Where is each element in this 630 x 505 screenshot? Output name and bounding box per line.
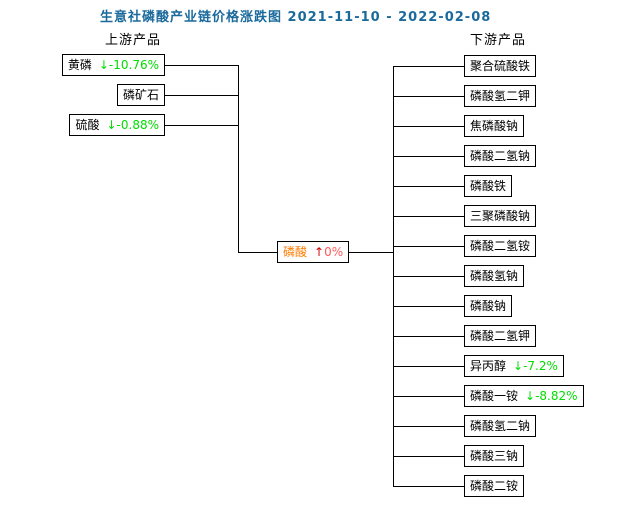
node-sulfuric-acid[interactable]: 硫酸 ↓-0.88% bbox=[69, 114, 165, 136]
connector-line bbox=[393, 216, 470, 217]
node-label: 磷酸 bbox=[283, 245, 308, 259]
down-arrow-icon: ↓ bbox=[106, 118, 117, 132]
node-isopropanol[interactable]: 异丙醇 ↓-7.2% bbox=[464, 355, 564, 377]
node-trisodium-phosphate[interactable]: 磷酸三钠 bbox=[464, 445, 525, 467]
connector-line bbox=[393, 246, 470, 247]
node-label: 磷酸氢二钠 bbox=[470, 419, 531, 433]
node-label: 聚合硫酸铁 bbox=[470, 59, 531, 73]
connector-line bbox=[393, 486, 470, 487]
node-diammonium-phosphate[interactable]: 磷酸二铵 bbox=[464, 475, 525, 497]
price-change: ↓-10.76% bbox=[99, 58, 159, 72]
downstream-header: 下游产品 bbox=[470, 33, 527, 48]
price-change: ↓-7.2% bbox=[513, 359, 558, 373]
connector-line bbox=[393, 396, 470, 397]
node-disodium-hydrogen-phosphate[interactable]: 磷酸氢二钠 bbox=[464, 415, 537, 437]
connector-line bbox=[120, 95, 238, 96]
node-label: 焦磷酸钠 bbox=[470, 119, 519, 133]
change-value: -7.2% bbox=[523, 359, 558, 373]
up-arrow-icon: ↑ bbox=[314, 245, 325, 259]
node-label: 异丙醇 bbox=[470, 359, 507, 373]
connector-line bbox=[393, 456, 470, 457]
node-label: 磷酸一铵 bbox=[470, 389, 519, 403]
connector-line bbox=[393, 66, 470, 67]
node-label: 磷矿石 bbox=[122, 88, 159, 102]
node-iron-phosphate[interactable]: 磷酸铁 bbox=[464, 175, 513, 197]
connector-line bbox=[393, 276, 470, 277]
change-value: -8.82% bbox=[535, 389, 578, 403]
node-label: 磷酸钠 bbox=[470, 299, 507, 313]
node-phosphate-rock[interactable]: 磷矿石 bbox=[116, 84, 165, 106]
node-label: 磷酸二氢钾 bbox=[470, 329, 531, 343]
connector-line bbox=[393, 156, 470, 157]
connector-line bbox=[393, 366, 470, 367]
connector-line bbox=[393, 186, 470, 187]
node-label: 磷酸二氢铵 bbox=[470, 239, 531, 253]
down-arrow-icon: ↓ bbox=[513, 359, 524, 373]
node-label: 黄磷 bbox=[67, 58, 92, 72]
connector-line bbox=[393, 306, 470, 307]
change-value: 0% bbox=[324, 245, 344, 259]
connector-line bbox=[238, 65, 239, 253]
connector-line bbox=[393, 96, 470, 97]
node-phosphoric-acid[interactable]: 磷酸 ↑0% bbox=[277, 241, 350, 263]
node-label: 磷酸二铵 bbox=[470, 479, 519, 493]
price-change: ↑0% bbox=[314, 245, 343, 259]
page-title: 生意社磷酸产业链价格涨跌图 2021-11-10 - 2022-02-08 bbox=[100, 10, 492, 25]
node-label: 三聚磷酸钠 bbox=[470, 209, 531, 223]
node-sodium-phosphate[interactable]: 磷酸钠 bbox=[464, 295, 513, 317]
price-change: ↓-8.82% bbox=[525, 389, 578, 403]
change-value: -0.88% bbox=[116, 118, 159, 132]
node-label: 磷酸二氢钠 bbox=[470, 149, 531, 163]
connector-line bbox=[120, 65, 238, 66]
node-sodium-dihydrogen-phosphate[interactable]: 磷酸二氢钠 bbox=[464, 145, 537, 167]
node-yellow-phosphorus[interactable]: 黄磷 ↓-10.76% bbox=[61, 54, 165, 76]
node-label: 磷酸氢二钾 bbox=[470, 89, 531, 103]
change-value: -10.76% bbox=[108, 58, 159, 72]
node-label: 磷酸三钠 bbox=[470, 449, 519, 463]
down-arrow-icon: ↓ bbox=[525, 389, 536, 403]
node-polymeric-ferric-sulfate[interactable]: 聚合硫酸铁 bbox=[464, 55, 537, 77]
connector-line bbox=[120, 125, 238, 126]
upstream-header: 上游产品 bbox=[105, 33, 162, 48]
connector-line bbox=[393, 126, 470, 127]
connector-line bbox=[393, 336, 470, 337]
node-sodium-hydrogen-phosphate[interactable]: 磷酸氢钠 bbox=[464, 265, 525, 287]
node-label: 磷酸氢钠 bbox=[470, 269, 519, 283]
node-label: 硫酸 bbox=[75, 118, 100, 132]
down-arrow-icon: ↓ bbox=[98, 58, 109, 72]
node-monoammonium-phosphate[interactable]: 磷酸一铵 ↓-8.82% bbox=[464, 385, 584, 407]
price-change: ↓-0.88% bbox=[106, 118, 159, 132]
node-sodium-tripolyphosphate[interactable]: 三聚磷酸钠 bbox=[464, 205, 537, 227]
node-label: 磷酸铁 bbox=[470, 179, 507, 193]
node-sodium-pyrophosphate[interactable]: 焦磷酸钠 bbox=[464, 115, 525, 137]
node-potassium-dihydrogen-phosphate[interactable]: 磷酸二氢钾 bbox=[464, 325, 537, 347]
node-dipotassium-hydrogen-phosphate[interactable]: 磷酸氢二钾 bbox=[464, 85, 537, 107]
node-ammonium-dihydrogen-phosphate[interactable]: 磷酸二氢铵 bbox=[464, 235, 537, 257]
connector-line bbox=[393, 426, 470, 427]
